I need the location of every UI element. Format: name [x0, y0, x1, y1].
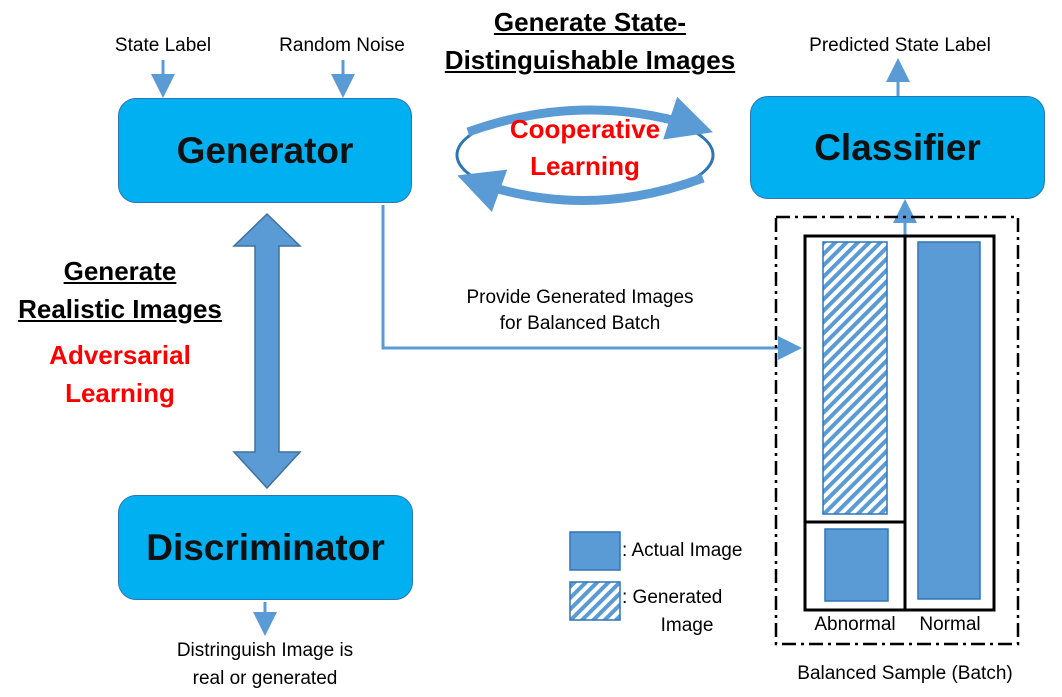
adversarial-heading-line2: Realistic Images — [18, 294, 222, 324]
state-label-input: State Label — [114, 35, 212, 56]
adversarial-label-line1: Adversarial — [49, 340, 191, 370]
legend-generated-line1: : Generated — [622, 587, 723, 608]
adversarial-heading-line1: Generate — [63, 256, 177, 286]
provide-images-line2: for Balanced Batch — [499, 313, 661, 334]
classifier-box: Classifier — [750, 96, 1045, 199]
predicted-state-label: Predicted State Label — [809, 35, 991, 56]
balanced-sample-caption: Balanced Sample (Batch) — [797, 663, 1013, 684]
random-noise-input: Random Noise — [279, 35, 405, 56]
cooperative-arrow-bottom — [457, 169, 705, 212]
normal-label: Normal — [919, 614, 981, 635]
discriminator-box: Discriminator — [118, 495, 413, 600]
generator-box: Generator — [118, 98, 412, 203]
classifier-label: Classifier — [814, 126, 981, 168]
balanced-sample-frame — [774, 215, 1020, 646]
cooperative-heading-line1: Generate State- — [493, 7, 687, 37]
generated-images-flow-arrow — [381, 205, 802, 360]
discriminator-label: Discriminator — [146, 526, 385, 568]
cooperative-heading-line2: Distinguishable Images — [444, 45, 736, 75]
legend-actual-swatch — [569, 531, 621, 571]
cooperative-label-line1: Cooperative — [509, 114, 661, 144]
legend-generated-line2: Image — [660, 615, 714, 636]
abnormal-generated-image — [822, 241, 888, 515]
legend-generated-swatch — [569, 581, 621, 621]
discriminator-output-line1: Distringuish Image is — [176, 640, 354, 661]
adversarial-label-line2: Learning — [65, 378, 175, 408]
discriminator-output-line2: real or generated — [192, 668, 338, 689]
abnormal-actual-image — [824, 528, 889, 602]
normal-actual-image — [917, 241, 981, 600]
adversarial-double-arrow — [232, 212, 302, 490]
cooperative-arrow-top — [466, 96, 713, 140]
generator-label: Generator — [176, 129, 354, 171]
provide-images-line1: Provide Generated Images — [466, 287, 694, 308]
cooperative-label-line2: Learning — [530, 151, 640, 181]
legend-actual-label: : Actual Image — [622, 540, 743, 561]
abnormal-label: Abnormal — [814, 614, 896, 635]
